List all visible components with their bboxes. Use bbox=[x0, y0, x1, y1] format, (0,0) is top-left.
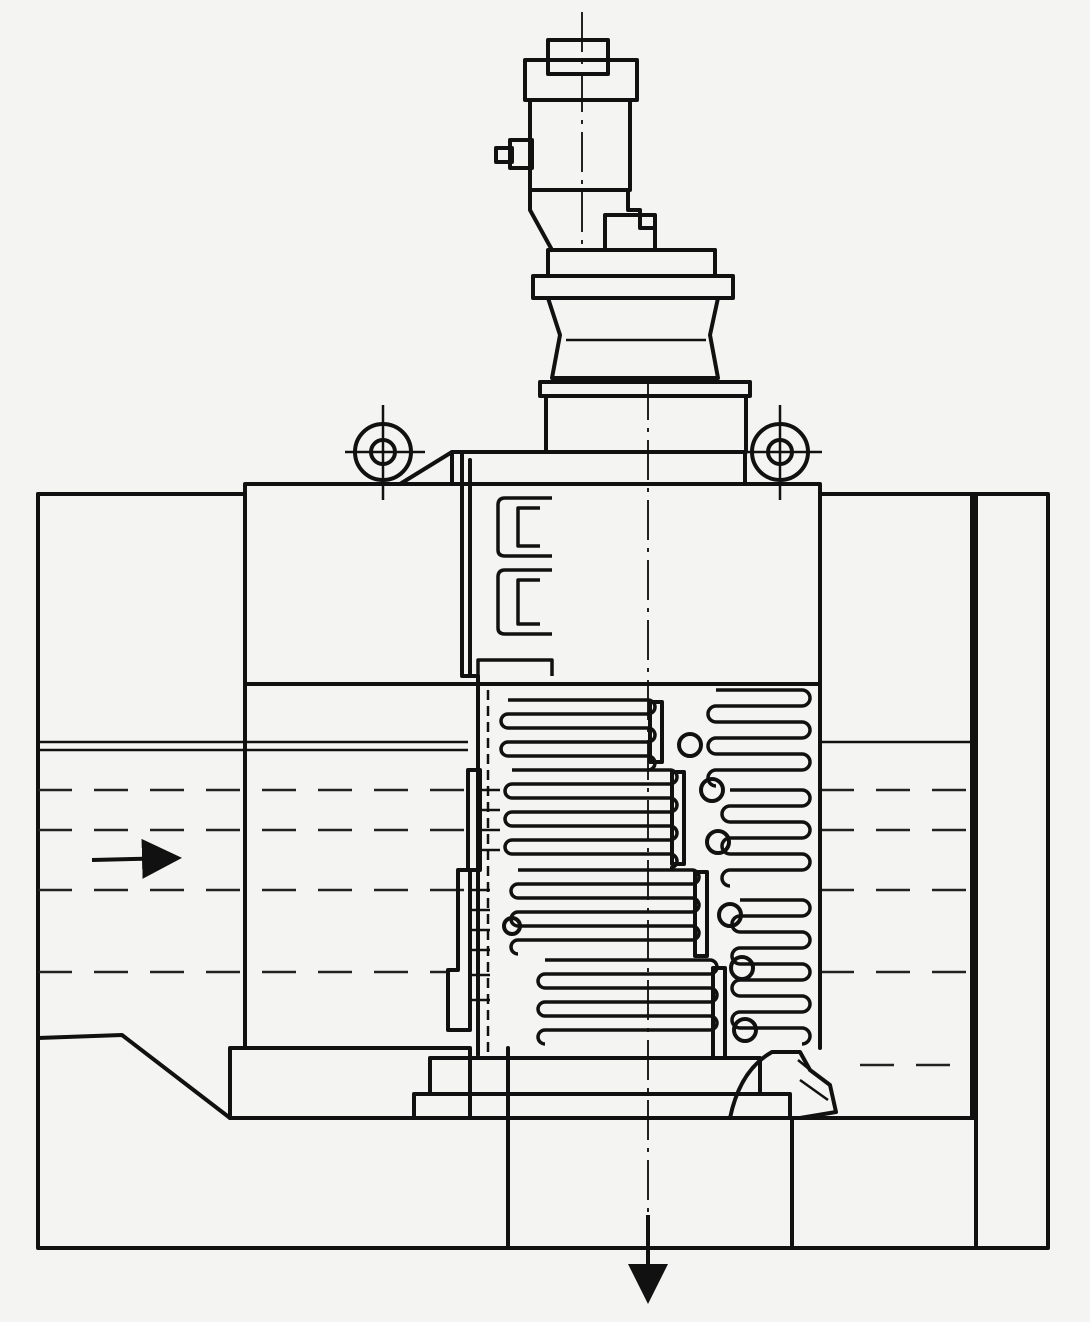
fin-segment bbox=[499, 698, 657, 772]
water-levels bbox=[38, 740, 972, 1067]
drive-motor bbox=[494, 38, 717, 277]
screen-fins-left-comb bbox=[499, 698, 719, 1046]
fin-segment bbox=[706, 688, 812, 788]
base-plinth bbox=[228, 1046, 472, 1120]
fin-segment bbox=[720, 788, 812, 888]
debris-particles bbox=[502, 732, 758, 1043]
right-floor-block bbox=[790, 1116, 978, 1250]
fin-segment bbox=[509, 868, 701, 956]
fin-segment bbox=[503, 768, 679, 870]
right-wall bbox=[974, 492, 1050, 1250]
lifting-lug-left bbox=[345, 405, 425, 500]
arrow-right-icon bbox=[91, 838, 182, 879]
channel-outline bbox=[36, 492, 978, 1120]
screen-fins-right-comb bbox=[706, 688, 812, 1046]
gearbox bbox=[531, 248, 752, 454]
screen-band-left bbox=[446, 450, 554, 1057]
left-floor-block bbox=[36, 1033, 510, 1250]
bottom-bearing bbox=[412, 1050, 838, 1120]
fin-segment bbox=[536, 958, 719, 1046]
lifting-lug-right bbox=[742, 405, 822, 500]
fin-segment bbox=[730, 898, 812, 1046]
